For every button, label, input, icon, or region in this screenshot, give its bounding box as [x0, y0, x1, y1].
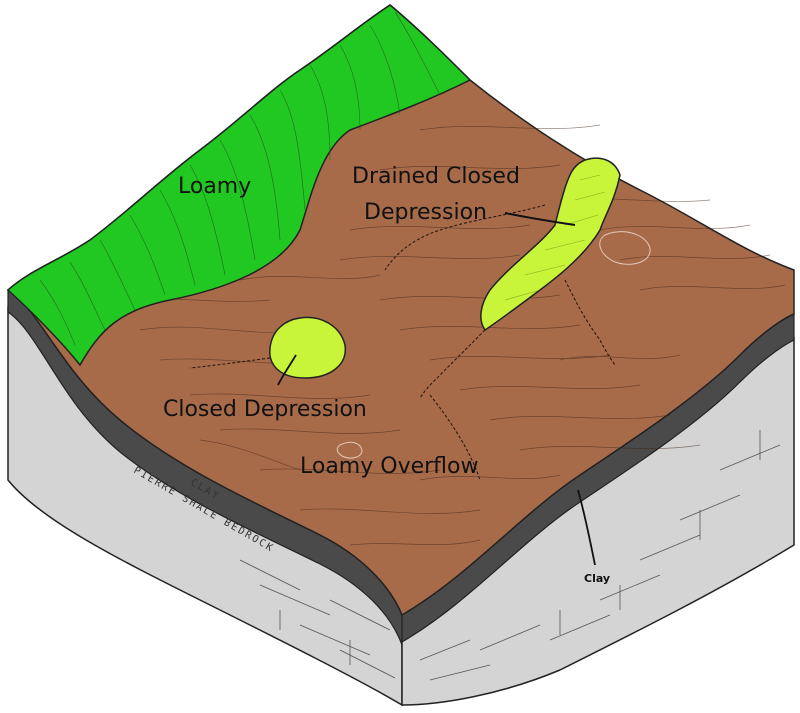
drained-closed-depression-label-line2: Depression	[364, 200, 487, 225]
closed-depression-area	[269, 316, 346, 379]
bedrock-fractures-left	[239, 559, 396, 679]
drainage-lines	[189, 204, 616, 481]
drained-depression-pointer	[504, 212, 576, 226]
clay-callout-label: Clay	[584, 572, 610, 585]
surface-blob-1	[599, 231, 651, 265]
loamy-hatching	[39, 11, 441, 346]
loamy-overflow-label: Loamy Overflow	[300, 454, 478, 479]
bedrock-fractures-right	[419, 430, 781, 681]
loamy-label: Loamy	[178, 174, 251, 199]
closed-depression-label: Closed Depression	[163, 397, 367, 422]
drained-depression-hatching	[504, 174, 606, 301]
closed-depression-pointer	[277, 354, 297, 386]
surface-blob-2	[336, 441, 363, 459]
drained-closed-depression-label-line1: Drained Closed	[352, 164, 520, 189]
clay-callout-pointer	[577, 489, 596, 566]
drained-closed-depression-area	[480, 157, 621, 332]
